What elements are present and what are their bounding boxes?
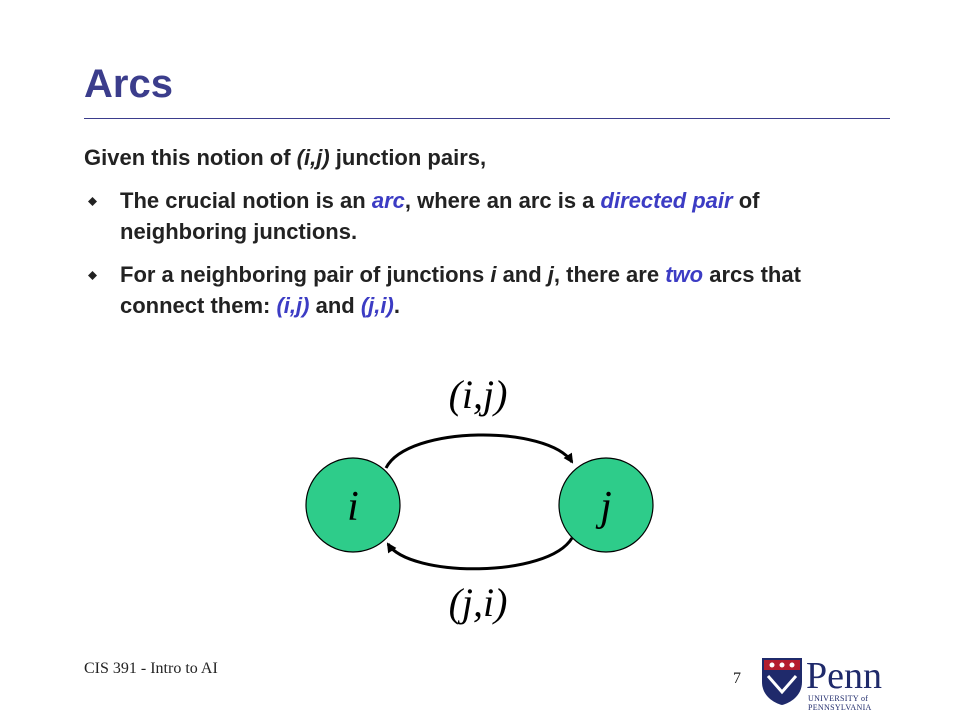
bullet1-p1: The crucial notion is an (120, 188, 372, 213)
slide-body: Given this notion of (i,j) junction pair… (84, 142, 884, 333)
bullet2-p1: For a neighboring pair of junctions (120, 262, 491, 287)
bullet2-p4: arcs that connect them: (120, 262, 801, 318)
bullet-arc-definition: The crucial notion is an arc, where an a… (84, 185, 884, 247)
node-j (558, 457, 654, 553)
bullet1-p3: of neighboring junctions. (120, 188, 760, 244)
lead-before: Given this notion of (84, 145, 297, 170)
node-i (305, 457, 401, 553)
bullet-two-arcs: For a neighboring pair of junctions i an… (84, 259, 884, 321)
bullet2-two: two (665, 262, 704, 287)
bullet2-i: i (490, 262, 497, 287)
penn-subtitle: UNIVERSITY of PENNSYLVANIA (808, 694, 872, 712)
bullet2-p2: and (496, 262, 548, 287)
lead-after: junction pairs, (329, 145, 487, 170)
arc-top (384, 433, 574, 469)
penn-logo: Penn UNIVERSITY of PENNSYLVANIA (760, 655, 920, 712)
arc-bottom-label: (j,i) (449, 580, 508, 625)
bullet2-ji: (j,i) (360, 293, 394, 318)
bullet2-ij: (i,j) (276, 293, 310, 318)
bullet1-directed: directed pair (600, 188, 733, 213)
arc-top-label: (i,j) (449, 372, 508, 417)
page-number: 7 (733, 670, 741, 687)
bullet2-p3: , there are (553, 262, 666, 287)
title-underline (84, 118, 890, 119)
bullet1-p2: , where an arc is a (404, 188, 601, 213)
bullet2-p5: and (309, 293, 361, 318)
slide-title: Arcs (84, 62, 173, 106)
bullet2-p6: . (393, 293, 400, 318)
node-i-label: i (347, 484, 359, 530)
arc-bottom (386, 537, 574, 571)
bullet-diamond-icon (88, 197, 97, 206)
lead-term: (i,j) (296, 145, 330, 170)
penn-shield-icon (762, 658, 802, 705)
bullet1-arc: arc (371, 188, 405, 213)
lead-line: Given this notion of (i,j) junction pair… (84, 142, 884, 173)
bullet2-j: j (547, 262, 554, 287)
bullet-diamond-icon (88, 271, 97, 280)
penn-wordmark: Penn (806, 655, 882, 697)
node-j-label: j (595, 484, 612, 530)
footer-course: CIS 391 - Intro to AI (84, 660, 218, 677)
